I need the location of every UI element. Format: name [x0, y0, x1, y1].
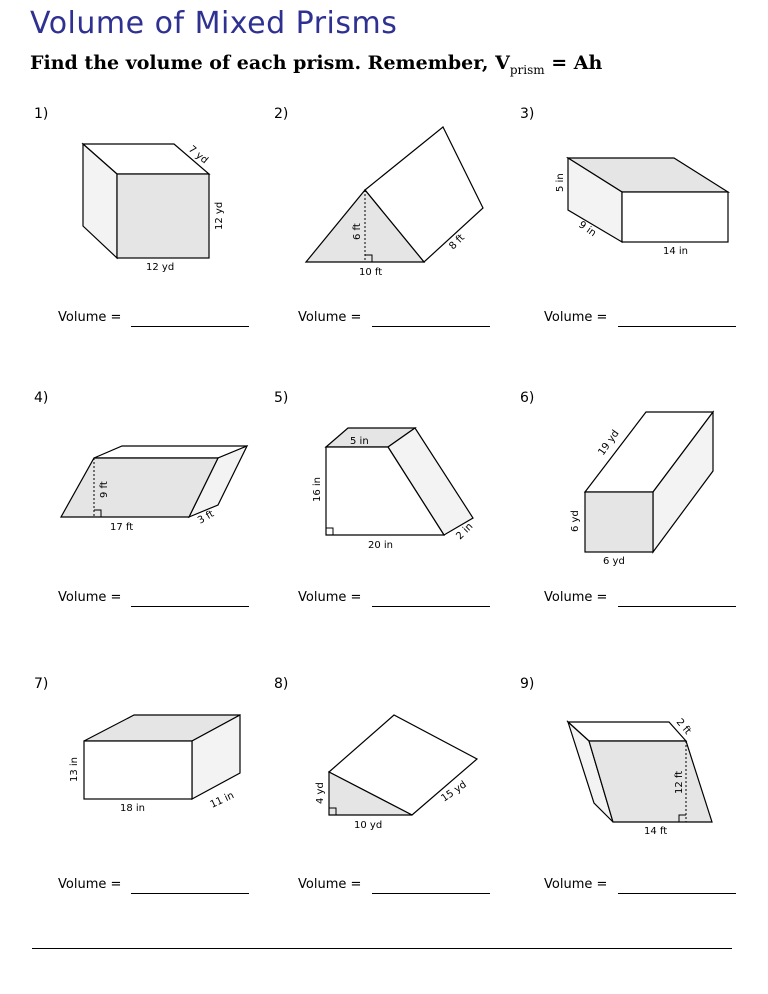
answer-label-7: Volume =: [58, 877, 122, 892]
figure-7-label-height: 13 in: [69, 757, 80, 782]
figure-3-label-height: 5 in: [555, 173, 566, 192]
answer-label-3: Volume =: [544, 310, 608, 325]
answer-label-4: Volume =: [58, 590, 122, 605]
problem-4-number: 4): [34, 390, 49, 406]
footer-divider: [32, 948, 732, 949]
problem-7-number: 7): [34, 676, 49, 692]
answer-line-3[interactable]: [618, 326, 736, 327]
instruction-main: Find the volume of each prism. Remember,…: [30, 52, 510, 74]
answer-line-1[interactable]: [131, 326, 249, 327]
figure-5-label-height: 16 in: [312, 477, 323, 502]
answer-line-9[interactable]: [618, 893, 736, 894]
figure-7-prism: 13 in 18 in 11 in: [69, 713, 241, 814]
figure-8-label-base: 10 yd: [354, 820, 382, 831]
problem-9-number: 9): [520, 676, 535, 692]
instruction-text: Find the volume of each prism. Remember,…: [30, 52, 602, 77]
answer-line-6[interactable]: [618, 606, 736, 607]
figure-9-prism: 2 ft 12 ft 14 ft: [566, 717, 713, 837]
figure-5-prism: 5 in 16 in 20 in 2 in: [312, 427, 475, 551]
figure-9-label-height: 12 ft: [674, 771, 685, 794]
answer-line-5[interactable]: [372, 606, 490, 607]
figure-7-label-depth: 11 in: [209, 790, 236, 811]
figure-2-prism: 6 ft 10 ft 8 ft: [304, 126, 484, 278]
figure-6-label-width: 6 yd: [603, 556, 625, 567]
answer-label-8: Volume =: [298, 877, 362, 892]
answer-line-8[interactable]: [372, 893, 490, 894]
formula-rest: = Ah: [544, 52, 603, 74]
answer-line-7[interactable]: [131, 893, 249, 894]
figure-7-label-length: 18 in: [120, 803, 145, 814]
formula-subscript: prism: [509, 62, 545, 77]
worksheet-title: Volume of Mixed Prisms: [30, 6, 398, 41]
figure-9-label-base: 14 ft: [644, 826, 667, 837]
answer-label-2: Volume =: [298, 310, 362, 325]
answer-line-2[interactable]: [372, 326, 490, 327]
figure-5-label-top: 5 in: [350, 436, 369, 447]
figure-3-prism: 5 in 9 in 14 in: [555, 156, 731, 257]
figure-6-prism: 19 yd 6 yd 6 yd: [570, 410, 715, 567]
figure-1-prism: 7 yd 12 yd 12 yd: [81, 142, 225, 273]
figure-8-label-height: 4 yd: [315, 782, 326, 804]
figure-3-label-length: 14 in: [663, 246, 688, 257]
problem-2-number: 2): [274, 106, 289, 122]
problem-5-number: 5): [274, 390, 289, 406]
figure-2-label-height: 6 ft: [352, 223, 363, 240]
problem-3-number: 3): [520, 106, 535, 122]
figure-1-label-height: 12 yd: [214, 202, 225, 230]
answer-label-5: Volume =: [298, 590, 362, 605]
answer-label-1: Volume =: [58, 310, 122, 325]
figure-4-prism: 9 ft 17 ft 3 ft: [59, 444, 249, 533]
answer-label-9: Volume =: [544, 877, 608, 892]
problem-6-number: 6): [520, 390, 535, 406]
figure-4-label-base: 17 ft: [110, 522, 133, 533]
problem-1-number: 1): [34, 106, 49, 122]
figure-6-label-height: 6 yd: [570, 510, 581, 532]
figure-1-label-width: 12 yd: [146, 262, 174, 273]
figure-4-label-height: 9 ft: [99, 481, 110, 498]
figure-5-label-base: 20 in: [368, 540, 393, 551]
answer-line-4[interactable]: [131, 606, 249, 607]
figure-2-label-base: 10 ft: [359, 267, 382, 278]
figure-8-prism: 4 yd 10 yd 15 yd: [315, 714, 479, 831]
problem-8-number: 8): [274, 676, 289, 692]
answer-label-6: Volume =: [544, 590, 608, 605]
